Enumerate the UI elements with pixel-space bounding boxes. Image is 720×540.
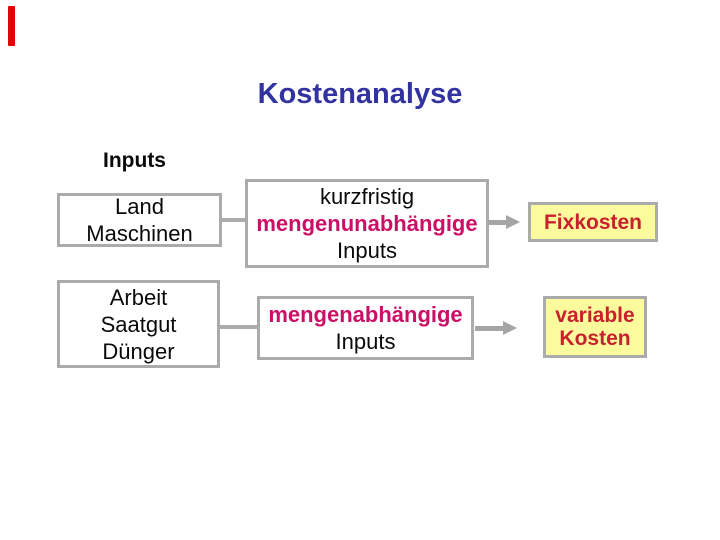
flow-arrow-top <box>488 215 520 229</box>
slide-accent-bar <box>8 6 15 46</box>
flow-arrow-bottom <box>475 321 517 335</box>
right-arrow-icon <box>506 215 520 229</box>
result-box-variable-kosten: variable Kosten <box>543 296 647 358</box>
middle-line: Inputs <box>335 329 396 354</box>
middle-line: Inputs <box>337 238 397 263</box>
middle-box-short-term-inputs: kurzfristig mengenunabhängige Inputs <box>245 179 489 268</box>
middle-box-quantity-dependent-inputs: mengenabhängige Inputs <box>257 296 474 360</box>
result-line: Fixkosten <box>543 210 643 234</box>
middle-line: kurzfristig <box>319 184 415 209</box>
connector-line-bottom <box>219 325 257 329</box>
input-line: Maschinen <box>86 221 193 246</box>
input-box-arbeit-saatgut-duenger: Arbeit Saatgut Dünger <box>57 280 220 368</box>
inputs-heading: Inputs <box>103 149 166 172</box>
input-box-land-maschinen: Land Maschinen <box>57 193 222 247</box>
input-line: Arbeit <box>109 284 168 310</box>
input-line: Saatgut <box>100 311 177 337</box>
slide-title: Kostenanalyse <box>257 78 463 110</box>
right-arrow-icon <box>503 321 517 335</box>
input-line: Land <box>115 194 164 219</box>
arrow-shaft <box>488 219 506 225</box>
input-line: Dünger <box>102 338 175 364</box>
arrow-shaft <box>475 325 503 331</box>
result-line: variable <box>555 304 635 327</box>
middle-line-emphasis: mengenunabhängige <box>256 211 478 236</box>
result-line: Kosten <box>559 327 631 350</box>
connector-line-top <box>221 218 245 222</box>
result-box-fixkosten: Fixkosten <box>528 202 658 242</box>
middle-line-emphasis: mengenabhängige <box>268 302 463 327</box>
